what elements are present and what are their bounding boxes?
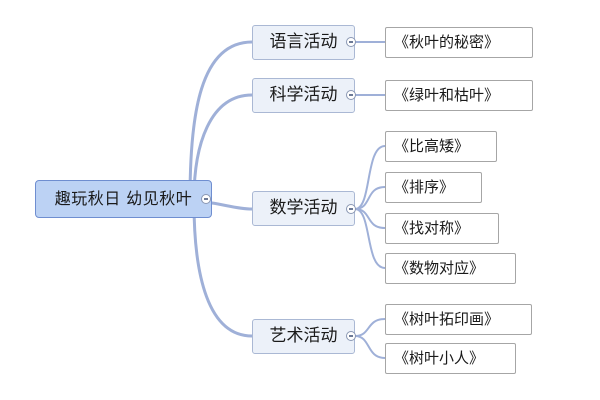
- leaf-find-symmetry[interactable]: 《找对称》: [385, 213, 499, 244]
- branch-art[interactable]: 艺术活动: [252, 319, 355, 354]
- connector-math-leaf-4: [354, 208, 386, 269]
- branch-science[interactable]: 科学活动: [252, 78, 355, 113]
- leaf-label: 《树叶拓印画》: [394, 310, 500, 328]
- leaf-object-matching[interactable]: 《数物对应》: [385, 253, 516, 284]
- central-topic[interactable]: 趣玩秋日 幼见秋叶: [35, 180, 212, 218]
- collapse-art-icon[interactable]: [346, 331, 356, 341]
- leaf-leaf-figures[interactable]: 《树叶小人》: [385, 343, 516, 374]
- branch-art-label: 艺术活动: [269, 326, 338, 346]
- leaf-compare-heights[interactable]: 《比高矮》: [385, 131, 497, 162]
- leaf-label: 《数物对应》: [394, 259, 485, 277]
- leaf-label: 《比高矮》: [394, 137, 470, 155]
- connector-root-math: [210, 201, 254, 211]
- leaf-label: 《排序》: [394, 178, 455, 196]
- branch-math[interactable]: 数学活动: [252, 191, 355, 226]
- leaf-secret-of-autumn-leaves[interactable]: 《秋叶的秘密》: [385, 27, 533, 58]
- connector-art-leaf-2: [354, 335, 386, 359]
- branch-science-label: 科学活动: [269, 85, 338, 105]
- collapse-math-icon[interactable]: [346, 204, 356, 214]
- collapse-science-icon[interactable]: [346, 90, 356, 100]
- connector-root-art: [192, 201, 254, 338]
- leaf-label: 《秋叶的秘密》: [394, 33, 500, 51]
- leaf-label: 《找对称》: [394, 219, 470, 237]
- connector-root-language: [188, 40, 254, 201]
- connector-math-leaf-1: [354, 145, 386, 210]
- leaf-label: 《绿叶和枯叶》: [394, 86, 500, 104]
- central-topic-label: 趣玩秋日 幼见秋叶: [54, 189, 193, 208]
- branch-language[interactable]: 语言活动: [252, 25, 355, 60]
- leaf-leaf-rubbing-art[interactable]: 《树叶拓印画》: [385, 304, 532, 335]
- leaf-ordering[interactable]: 《排序》: [385, 172, 482, 203]
- branch-language-label: 语言活动: [269, 32, 338, 52]
- leaf-label: 《树叶小人》: [394, 349, 485, 367]
- leaf-green-and-dry-leaves[interactable]: 《绿叶和枯叶》: [385, 80, 533, 111]
- connector-math-leaf-2: [354, 186, 386, 210]
- branch-math-label: 数学活动: [269, 198, 338, 218]
- collapse-language-icon[interactable]: [346, 37, 356, 47]
- connector-art-leaf-1: [354, 318, 386, 337]
- collapse-root-icon[interactable]: [201, 194, 211, 204]
